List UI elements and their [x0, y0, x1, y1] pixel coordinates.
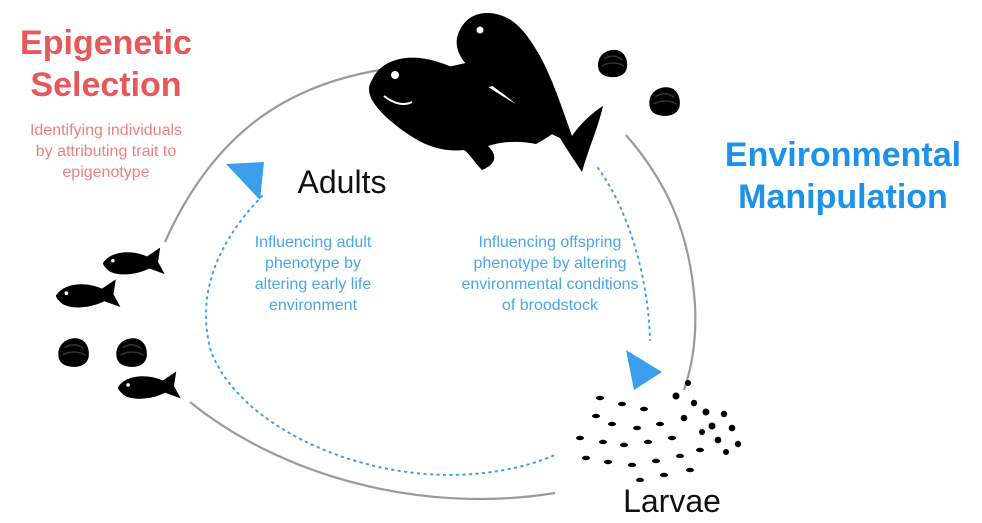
larvae-cluster-icon: [576, 380, 742, 483]
outer-cycle: [163, 68, 697, 501]
environmental-manipulation-title-line2: Manipulation: [738, 178, 948, 216]
epigenetic-selection-title-line1: Epigenetic: [20, 24, 192, 62]
inner-dotted-left: [205, 195, 556, 476]
epigenetic-desc-line1: Identifying individuals: [29, 122, 183, 139]
outer-arc-top: [163, 68, 381, 243]
inner-dotted-right: [597, 167, 651, 341]
brood-desc-line1: Influencing offspring: [478, 234, 622, 251]
early-life-environment-description: Influencing adult phenotype by altering …: [232, 232, 394, 316]
broodstock-conditions-description: Influencing offspring phenotype by alter…: [438, 232, 662, 316]
brood-desc-line4: of broodstock: [501, 297, 599, 314]
early-desc-line1: Influencing adult: [254, 234, 372, 251]
epigenetic-selection-title-line2: Selection: [30, 66, 182, 104]
arrowhead-larvae: [626, 350, 662, 390]
adult-shell-icons: [597, 49, 681, 117]
early-desc-line4: environment: [268, 297, 358, 314]
early-desc-line3: altering early life: [254, 276, 372, 293]
inner-cycle: [205, 167, 651, 476]
juvenile-fish-icons: [56, 247, 181, 399]
outer-arc-bottom: [189, 401, 556, 501]
epigenetic-selection-title: Epigenetic Selection: [0, 22, 212, 106]
early-desc-line2: phenotype by: [264, 255, 362, 272]
epigenetic-selection-description: Identifying individuals by attributing t…: [0, 120, 212, 183]
arrowhead-adults: [226, 162, 264, 200]
outer-arc-right: [625, 134, 697, 391]
adult-fish-pair-icon: [369, 13, 603, 172]
brood-desc-line2: phenotype by altering: [473, 255, 627, 272]
environmental-manipulation-title-line1: Environmental: [724, 136, 962, 174]
brood-desc-line3: environmental conditions: [461, 276, 639, 293]
juvenile-shell-icons: [57, 337, 148, 368]
adults-stage-label: Adults: [297, 164, 387, 200]
larvae-stage-label: Larvae: [623, 483, 721, 519]
environmental-manipulation-title: Environmental Manipulation: [702, 134, 982, 218]
epigenetic-desc-line3: epigenotype: [62, 164, 150, 181]
epigenetic-desc-line2: by attributing trait to: [35, 143, 177, 160]
